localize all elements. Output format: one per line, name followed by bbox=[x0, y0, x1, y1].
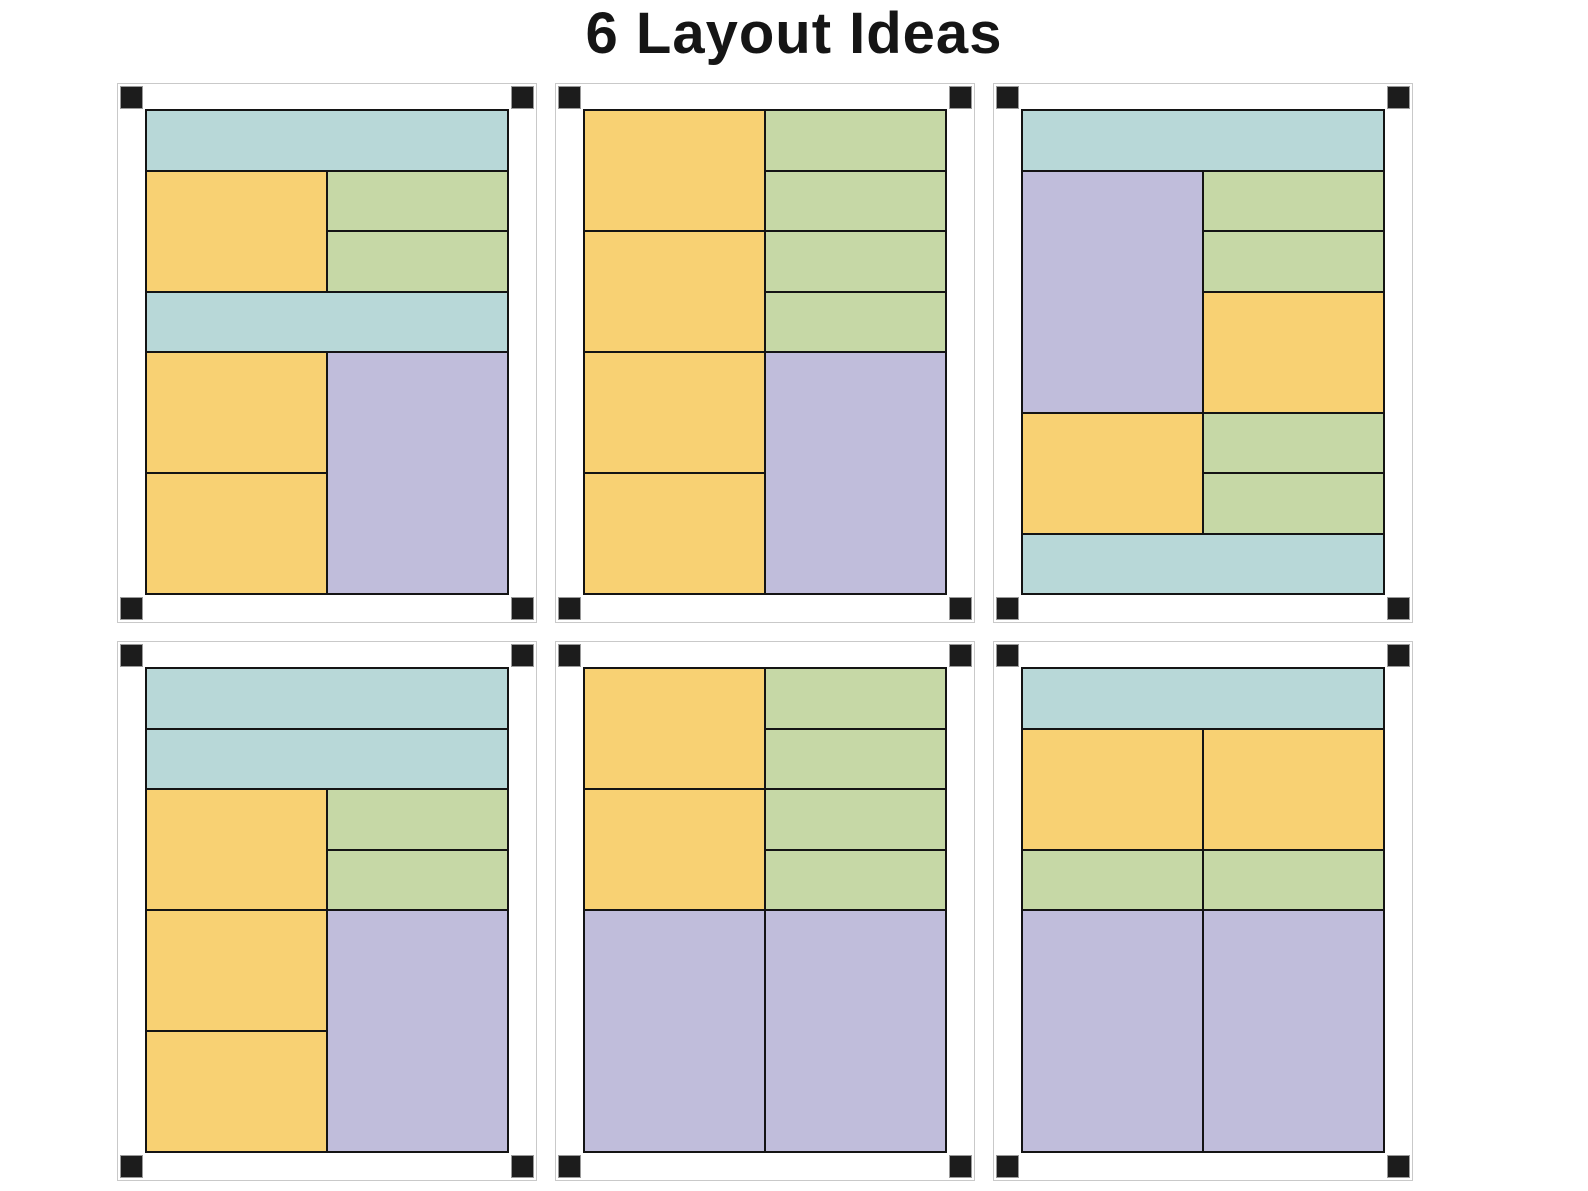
yellow-block bbox=[147, 790, 326, 909]
corner-mark-top-right bbox=[949, 86, 972, 109]
green-block bbox=[328, 232, 507, 291]
green-block bbox=[1204, 413, 1383, 472]
green-block bbox=[766, 729, 945, 788]
corner-mark-top-left bbox=[558, 86, 581, 109]
layout-idea-5-page bbox=[555, 641, 975, 1181]
yellow-block bbox=[585, 111, 764, 230]
layout-idea-4-page bbox=[117, 641, 537, 1181]
purple-block bbox=[585, 911, 764, 1151]
teal-block bbox=[1023, 534, 1383, 593]
corner-mark-top-left bbox=[558, 644, 581, 667]
purple-block bbox=[328, 911, 507, 1151]
layout-idea-4-grid bbox=[145, 667, 509, 1153]
yellow-block bbox=[147, 353, 326, 472]
yellow-block bbox=[1023, 729, 1202, 849]
purple-block bbox=[766, 911, 945, 1151]
layout-idea-6-grid bbox=[1021, 667, 1385, 1153]
corner-mark-top-left bbox=[996, 644, 1019, 667]
layout-idea-5-grid bbox=[583, 667, 947, 1153]
layout-idea-2-grid bbox=[583, 109, 947, 595]
yellow-block bbox=[585, 669, 764, 788]
green-block bbox=[1023, 850, 1202, 909]
green-block bbox=[766, 790, 945, 849]
corner-mark-top-left bbox=[120, 86, 143, 109]
green-block bbox=[1204, 232, 1383, 291]
teal-block bbox=[147, 292, 507, 351]
corner-mark-bottom-left bbox=[558, 1155, 581, 1178]
corner-mark-top-left bbox=[996, 86, 1019, 109]
corner-mark-bottom-left bbox=[120, 1155, 143, 1178]
green-block bbox=[766, 292, 945, 351]
teal-block bbox=[1023, 669, 1383, 728]
purple-block bbox=[1023, 171, 1202, 412]
yellow-block bbox=[585, 353, 764, 472]
yellow-block bbox=[147, 171, 326, 291]
corner-mark-bottom-left bbox=[120, 597, 143, 620]
corner-mark-top-right bbox=[511, 86, 534, 109]
corner-mark-top-right bbox=[949, 644, 972, 667]
layout-idea-2-page bbox=[555, 83, 975, 623]
yellow-block bbox=[585, 790, 764, 909]
yellow-block bbox=[1023, 413, 1202, 533]
teal-block bbox=[147, 111, 507, 170]
green-block bbox=[1204, 850, 1383, 909]
corner-mark-bottom-left bbox=[996, 597, 1019, 620]
corner-mark-bottom-left bbox=[996, 1155, 1019, 1178]
corner-mark-bottom-right bbox=[949, 1155, 972, 1178]
green-block bbox=[766, 111, 945, 170]
teal-block bbox=[147, 669, 507, 728]
green-block bbox=[1204, 171, 1383, 230]
layout-idea-1-page bbox=[117, 83, 537, 623]
layout-idea-3-grid bbox=[1021, 109, 1385, 595]
layout-idea-3-page bbox=[993, 83, 1413, 623]
layout-idea-6-page bbox=[993, 641, 1413, 1181]
purple-block bbox=[1023, 911, 1202, 1151]
teal-block bbox=[147, 729, 507, 788]
corner-mark-top-left bbox=[120, 644, 143, 667]
yellow-block bbox=[1204, 729, 1383, 849]
corner-mark-bottom-right bbox=[511, 597, 534, 620]
green-block bbox=[328, 850, 507, 909]
teal-block bbox=[1023, 111, 1383, 170]
yellow-block bbox=[585, 232, 764, 351]
green-block bbox=[1204, 474, 1383, 533]
corner-mark-bottom-right bbox=[1387, 597, 1410, 620]
corner-mark-top-right bbox=[1387, 86, 1410, 109]
corner-mark-bottom-left bbox=[558, 597, 581, 620]
corner-mark-bottom-right bbox=[511, 1155, 534, 1178]
yellow-block bbox=[147, 1032, 326, 1151]
green-block bbox=[766, 171, 945, 230]
yellow-block bbox=[585, 474, 764, 593]
green-block bbox=[328, 171, 507, 230]
green-block bbox=[766, 232, 945, 291]
purple-block bbox=[1204, 911, 1383, 1151]
page-title: 6 Layout Ideas bbox=[585, 1, 1003, 66]
corner-mark-top-right bbox=[511, 644, 534, 667]
corner-mark-top-right bbox=[1387, 644, 1410, 667]
green-block bbox=[766, 850, 945, 909]
green-block bbox=[766, 669, 945, 728]
yellow-block bbox=[147, 474, 326, 593]
layout-idea-1-grid bbox=[145, 109, 509, 595]
corner-mark-bottom-right bbox=[1387, 1155, 1410, 1178]
purple-block bbox=[766, 353, 945, 593]
yellow-block bbox=[147, 911, 326, 1030]
purple-block bbox=[328, 353, 507, 593]
green-block bbox=[328, 790, 507, 849]
corner-mark-bottom-right bbox=[949, 597, 972, 620]
yellow-block bbox=[1204, 292, 1383, 412]
